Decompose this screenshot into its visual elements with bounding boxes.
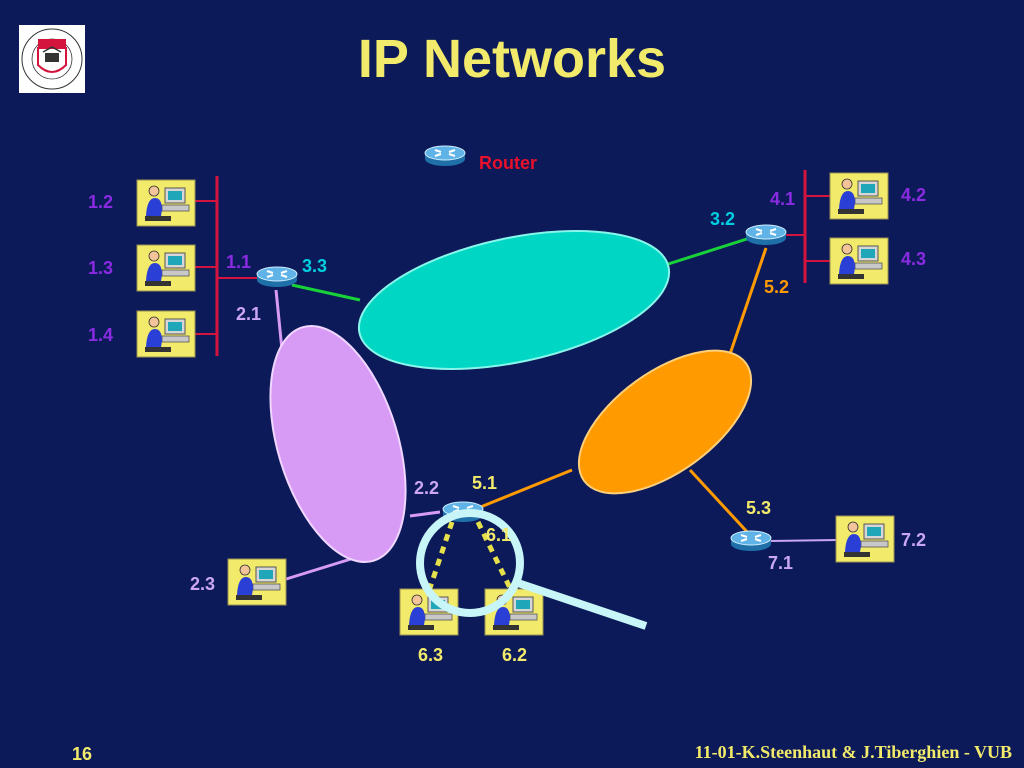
router-1 (256, 266, 298, 288)
addr-2-2: 2.2 (414, 478, 439, 498)
addr-4-2: 4.2 (901, 185, 926, 205)
link-6-3 (427, 521, 455, 589)
addr-4-3: 4.3 (901, 249, 926, 269)
computer-1-3 (136, 244, 196, 292)
link-3-2 (661, 236, 751, 268)
addr-6-2: 6.2 (502, 645, 527, 665)
network-3 (357, 230, 671, 370)
link-3-3 (291, 283, 361, 302)
addr-1-1: 1.1 (226, 252, 251, 272)
addr-1-4: 1.4 (88, 325, 113, 345)
computer-4-3 (829, 237, 889, 285)
network-5 (577, 349, 753, 495)
university-logo (19, 25, 85, 93)
computer-1-4 (136, 310, 196, 358)
link-5-3 (688, 468, 752, 537)
legend-router-label: Router (479, 153, 537, 173)
addr-6-1: 6.1 (486, 525, 511, 545)
addr-6-3: 6.3 (418, 645, 443, 665)
addr-1-3: 1.3 (88, 258, 113, 278)
router-icon (424, 145, 466, 167)
network-2 (269, 325, 407, 563)
link-5-2 (726, 247, 768, 361)
link-2-2 (409, 510, 441, 518)
computer-7-2 (835, 515, 895, 563)
link-7 (769, 539, 838, 542)
magnifier-icon (416, 509, 648, 630)
computer-4-2 (829, 172, 889, 220)
address-labels: 1.2 1.3 1.4 1.1 3.3 2.1 3.2 4.1 4.2 4.3 … (88, 185, 926, 665)
computer-1-2 (136, 179, 196, 227)
addr-1-2: 1.2 (88, 192, 113, 212)
computer-2-3 (227, 558, 287, 606)
slide-title: IP Networks (357, 29, 667, 89)
addr-5-2: 5.2 (764, 277, 789, 297)
addr-2-1: 2.1 (236, 304, 261, 324)
slide-number: 16 (72, 744, 93, 764)
addr-2-3: 2.3 (190, 574, 215, 594)
addr-3-2: 3.2 (710, 209, 735, 229)
link-5-1 (477, 468, 573, 510)
router-3 (745, 224, 787, 246)
university-seal-icon (21, 28, 83, 90)
addr-3-3: 3.3 (302, 256, 327, 276)
addr-5-3: 5.3 (746, 498, 771, 518)
addr-5-1: 5.1 (472, 473, 497, 493)
addr-4-1: 4.1 (770, 189, 795, 209)
link-2-1 (274, 289, 284, 351)
router-7 (730, 530, 772, 552)
computer-6-2 (484, 588, 544, 636)
footer-credit: 11-01-K.Steenhaut & J.Tiberghien - VUB (694, 742, 1012, 762)
addr-7-1: 7.1 (768, 553, 793, 573)
addr-7-2: 7.2 (901, 530, 926, 550)
